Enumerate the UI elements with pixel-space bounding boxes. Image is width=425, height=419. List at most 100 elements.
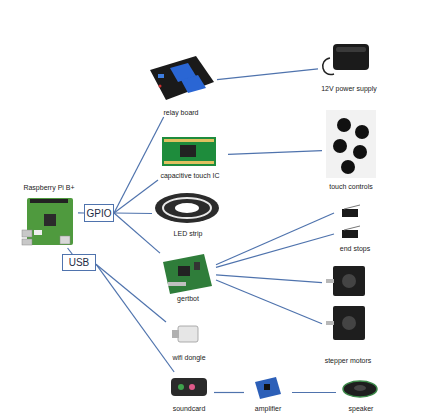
end-stop-switch (342, 209, 358, 217)
pi-header (30, 199, 68, 203)
component-node: gertbot (160, 252, 216, 303)
connector-line (114, 180, 158, 213)
component-node: 12V power supply (318, 38, 380, 93)
interface-box: GPIO (84, 204, 114, 222)
component-node: relay board (145, 50, 217, 117)
component-node: LED strip (152, 190, 224, 238)
motor-shaft (326, 321, 334, 325)
component-label: soundcard (173, 405, 206, 413)
component-label: 12V power supply (321, 85, 377, 93)
component-label: capacitive touch IC (160, 172, 219, 180)
component-node: stepper motors (322, 262, 374, 365)
audio-jack (178, 384, 184, 390)
connector-line (114, 212, 152, 214)
power-supply-picture (323, 44, 369, 75)
gertbot-pcb (163, 254, 212, 294)
component-node: touch controls (322, 108, 380, 191)
led-strip-picture (155, 193, 219, 223)
component-node: wifi dongle (166, 320, 212, 362)
pin-row (164, 139, 214, 142)
end-stop-switch (342, 230, 358, 238)
speaker-cone (354, 385, 366, 391)
pin-row (164, 161, 214, 164)
connector-line (216, 280, 322, 324)
component-node: speaker (336, 372, 386, 413)
component-label: LED strip (174, 230, 203, 238)
pi-component (34, 230, 42, 235)
touch-panel (326, 110, 376, 178)
gertbot-chip (178, 266, 190, 276)
touch-ic-picture (162, 137, 216, 166)
dongle-body (178, 326, 198, 342)
component-node: amplifier (244, 372, 292, 413)
gertbot-chip (194, 262, 200, 270)
stepper-motor (333, 266, 365, 296)
component-label: speaker (349, 405, 374, 413)
component-label: end stops (340, 245, 370, 253)
touch-pad (333, 139, 347, 153)
interface-label: GPIO (86, 208, 111, 219)
connector-line (114, 213, 160, 253)
pi-board (27, 198, 73, 245)
supply-cable (323, 58, 334, 75)
supply-brick (333, 44, 369, 70)
gertbot-picture (163, 254, 212, 294)
speaker-picture (343, 381, 377, 397)
component-label: relay board (163, 109, 198, 117)
connector-line (216, 234, 334, 267)
stepper-motors-picture (326, 266, 365, 340)
audio-jack (189, 384, 195, 390)
connector-line (214, 392, 244, 393)
touch-controls-picture (326, 110, 376, 178)
relay-block (181, 75, 206, 93)
amplifier-picture (255, 377, 281, 399)
speaker-disc (343, 381, 377, 397)
relay-pcb (150, 56, 214, 100)
interface-box: USB (62, 254, 96, 271)
component-node: end stops (334, 203, 376, 253)
led-reel (155, 193, 219, 223)
touch-pad (337, 118, 351, 132)
component-label: stepper motors (325, 357, 372, 365)
supply-highlight (336, 47, 366, 52)
dongle-plug (172, 330, 179, 338)
component-node: soundcard (164, 372, 214, 413)
connector-line (217, 69, 318, 80)
raspberry-pi-picture (22, 198, 73, 245)
pi-ethernet-port (60, 236, 70, 244)
motor-face (342, 274, 356, 288)
component-label: wifi dongle (172, 354, 205, 362)
motor-face (342, 316, 356, 330)
interface-label: USB (69, 257, 90, 268)
touch-ic-pcb (162, 137, 216, 166)
switch-lever (344, 205, 360, 209)
soundcard-picture (171, 378, 207, 396)
component-label: Raspberry Pi B+ (23, 184, 74, 192)
connector-line (114, 117, 164, 213)
pi-usb-port (22, 239, 32, 245)
touch-ic-chip (180, 145, 196, 157)
component-label: touch controls (329, 183, 373, 191)
terminal-block (158, 74, 164, 78)
gertbot-connector (168, 282, 186, 286)
led-dot (159, 85, 162, 88)
reel-hub (175, 203, 199, 213)
touch-pad (355, 125, 369, 139)
amplifier-pcb (255, 377, 281, 399)
pi-chip (44, 214, 56, 226)
connector-line (292, 392, 336, 393)
soundcard-body (171, 378, 207, 396)
connector-line (216, 275, 322, 283)
component-node: capacitive touch IC (152, 132, 228, 180)
board-node: Raspberry Pi B+ (20, 184, 78, 248)
motor-shaft (326, 279, 334, 283)
end-stops-picture (342, 205, 360, 238)
connector-line (228, 151, 322, 155)
wifi-dongle-picture (172, 326, 198, 342)
component-label: gertbot (177, 295, 199, 303)
touch-pad (341, 160, 355, 174)
switch-lever (344, 226, 360, 230)
